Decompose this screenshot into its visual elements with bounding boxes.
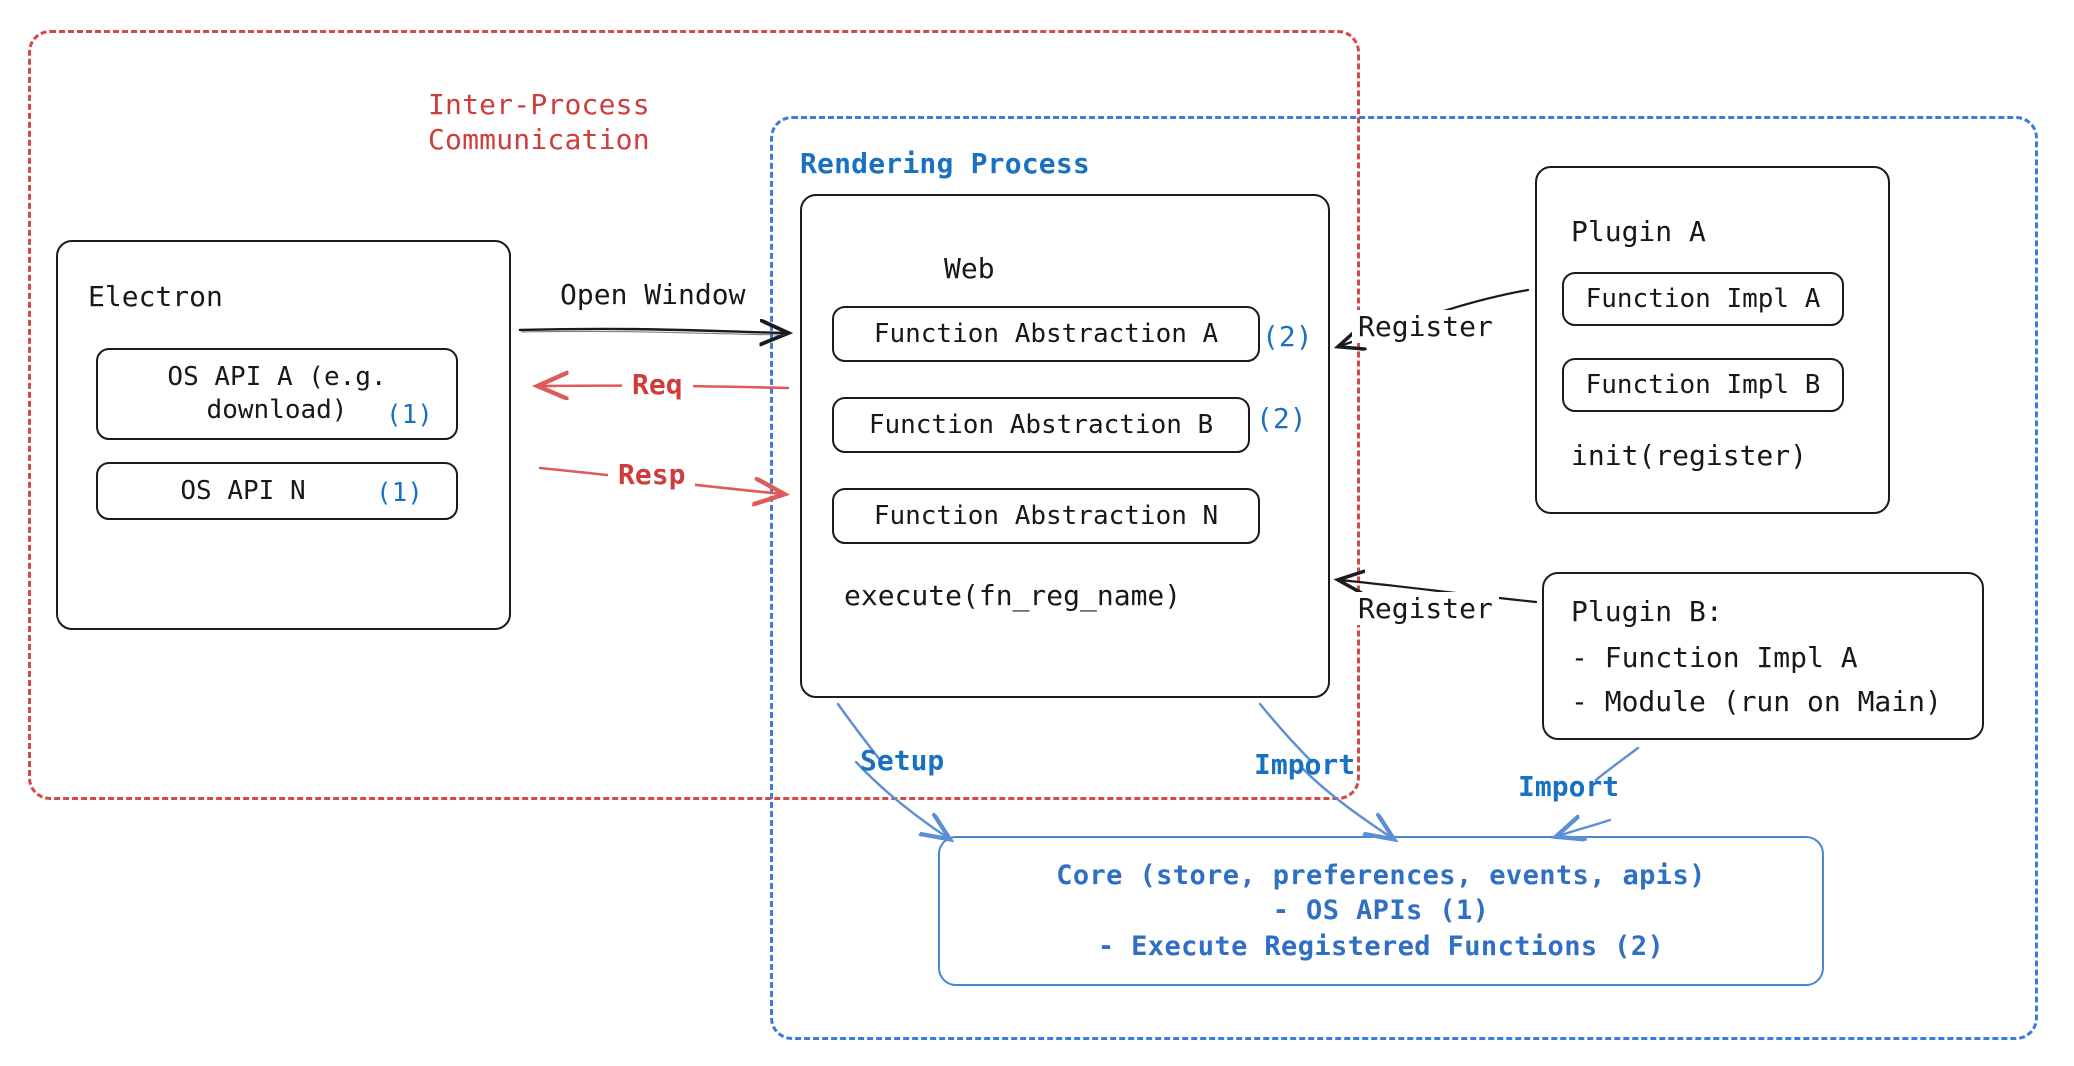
plugin-b-title: Plugin B: <box>1571 595 1723 628</box>
plugin-a-box <box>1535 166 1890 514</box>
core-line-2: - OS APIs (1) <box>1272 895 1490 927</box>
web-title: Web <box>944 252 995 285</box>
web-item-function-abstraction-b-marker: (2) <box>1256 402 1307 435</box>
electron-item-os-api-n[interactable]: OS API N <box>96 462 458 520</box>
arrow-label-register-top: Register <box>1352 310 1499 343</box>
plugin-a-title: Plugin A <box>1571 215 1706 248</box>
arrow-label-open-window: Open Window <box>560 278 746 311</box>
group-inter-process-communication <box>28 30 1360 800</box>
core-box: Core (store, preferences, events, apis) … <box>938 836 1824 986</box>
arrow-label-resp: Resp <box>608 458 696 491</box>
web-item-function-abstraction-a-label: Function Abstraction A <box>873 319 1219 349</box>
group-rendering-process <box>770 116 2038 1040</box>
group-label-ipc-line2: Communication <box>428 123 650 156</box>
electron-item-os-api-a-marker: (1) <box>386 400 433 430</box>
web-item-function-abstraction-b-label: Function Abstraction B <box>868 410 1214 440</box>
arrow-label-setup: Setup <box>860 744 945 777</box>
plugin-a-item-function-impl-a-label: Function Impl A <box>1585 284 1821 314</box>
plugin-b-item-function-impl-a: - Function Impl A <box>1571 641 1858 674</box>
web-item-function-abstraction-a[interactable]: Function Abstraction A <box>832 306 1260 362</box>
plugin-a-item-function-impl-a[interactable]: Function Impl A <box>1562 272 1844 326</box>
plugin-a-item-function-impl-b[interactable]: Function Impl B <box>1562 358 1844 412</box>
arrow-label-import-web: Import <box>1254 748 1356 781</box>
web-item-function-abstraction-n[interactable]: Function Abstraction N <box>832 488 1260 544</box>
plugin-b-item-module: - Module (run on Main) <box>1571 685 1942 718</box>
electron-item-os-api-n-marker: (1) <box>376 478 423 508</box>
web-item-function-abstraction-b[interactable]: Function Abstraction B <box>832 397 1250 453</box>
core-line-3: - Execute Registered Functions (2) <box>1097 930 1665 962</box>
plugin-a-item-function-impl-b-label: Function Impl B <box>1585 370 1821 400</box>
electron-item-os-api-n-label: OS API N <box>180 476 306 506</box>
electron-item-os-api-a[interactable]: OS API A (e.g. download) <box>96 348 458 440</box>
electron-title: Electron <box>88 280 223 313</box>
web-item-function-abstraction-n-label: Function Abstraction N <box>873 501 1219 531</box>
electron-item-os-api-a-label: OS API A (e.g. download) <box>167 361 387 425</box>
plugin-a-footer-init-register: init(register) <box>1571 439 1808 472</box>
group-label-rendering-process: Rendering Process <box>800 147 1090 180</box>
arrow-label-import-plugin-b: Import <box>1518 770 1620 803</box>
web-footer-execute: execute(fn_reg_name) <box>844 579 1182 612</box>
plugin-b-box <box>1542 572 1984 740</box>
group-label-ipc-line1: Inter-Process <box>428 88 650 121</box>
web-item-function-abstraction-a-marker: (2) <box>1262 320 1313 353</box>
arrow-label-req: Req <box>622 368 693 401</box>
core-line-1: Core (store, preferences, events, apis) <box>1056 859 1706 891</box>
arrow-label-register-bottom: Register <box>1352 592 1499 625</box>
